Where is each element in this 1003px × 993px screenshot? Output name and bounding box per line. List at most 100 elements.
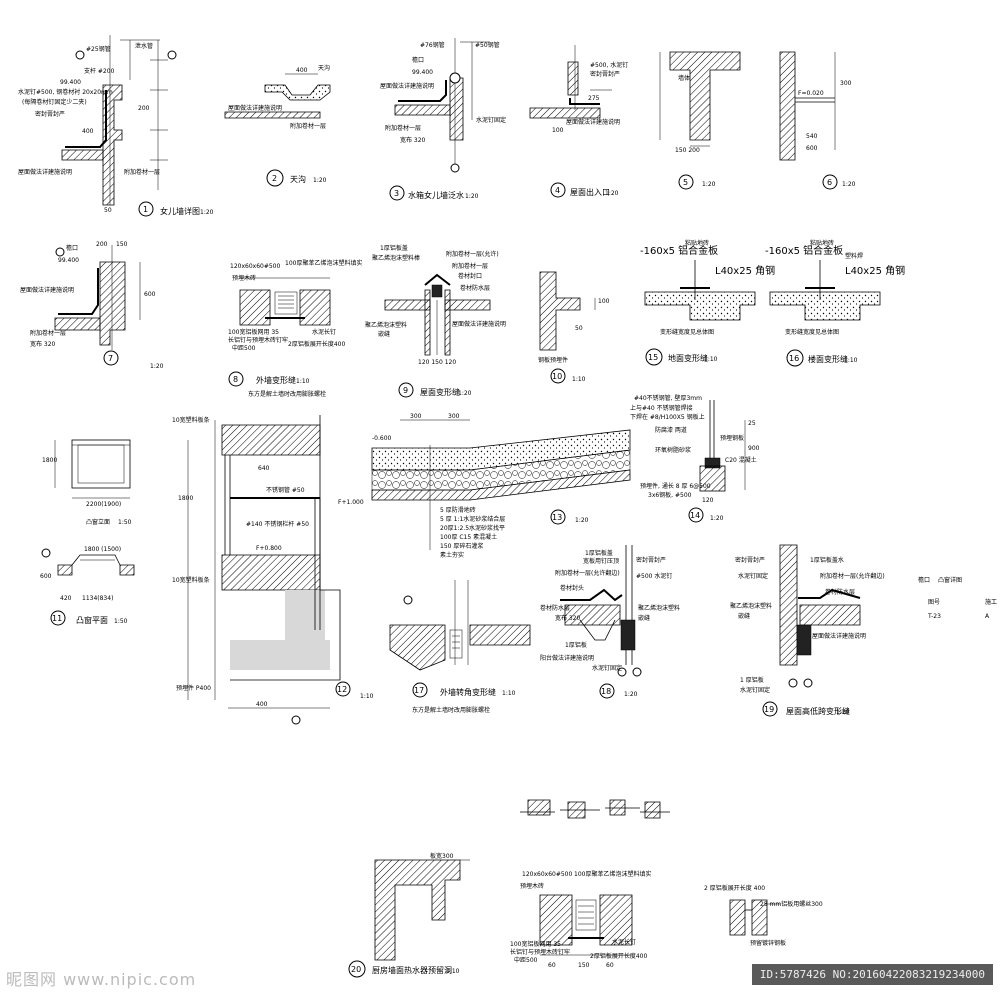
d11-dim-f: 420 bbox=[60, 595, 72, 602]
detail-8-marker bbox=[228, 371, 244, 387]
detail-17: 17 外墙转角变形缝 1:10 东方是解土墙时改用膨胀螺栓 bbox=[389, 580, 531, 714]
detail-12-marker bbox=[335, 681, 351, 697]
d1-label-d: 水泥钉#500, 钢卷材衬 20x20mm bbox=[18, 88, 113, 96]
d11-dim-a: 2200(1900) bbox=[86, 501, 121, 508]
side-note: 檐口 凸窗详图 图号 施工 T-23 A bbox=[918, 576, 997, 620]
d9-label-e: 附加卷材一层 bbox=[452, 262, 488, 270]
detail-2: 400 天沟 屋面做法详建施说明 附加卷材一层 2 天沟 1:20 bbox=[224, 64, 331, 187]
watermark: 昵图网 www.nipic.com bbox=[6, 970, 197, 989]
detail-7-marker bbox=[103, 350, 119, 366]
d13-layer-5: 150 厚碎石灌浆 bbox=[440, 542, 483, 550]
d18-label-a: 1厚铝板盖 bbox=[585, 549, 613, 557]
d3-label-g: #50钢管 bbox=[475, 41, 500, 49]
d13-layer-4: 100厚 C15 素混凝土 bbox=[440, 533, 497, 541]
detail-11-marker bbox=[50, 610, 66, 626]
d7-label-e: 宽布 320 bbox=[30, 340, 56, 348]
d12-label-f: 10宽塑料板条 bbox=[172, 576, 210, 584]
d14-dim-b: 120 bbox=[702, 497, 714, 504]
d4-label-a: #500, 水泥钉 bbox=[590, 61, 628, 69]
d10-dim-a: 100 bbox=[598, 298, 610, 305]
detail-6-scale: 1:20 bbox=[842, 181, 856, 188]
svg-text:5: 5 bbox=[683, 178, 688, 187]
d7-label-a: 檐口 bbox=[66, 244, 78, 252]
detail-16-scale: 1:10 bbox=[844, 357, 858, 364]
detail-13: 300 300 -0.600 5 厚防滑地砖 5 厚 1:1水泥砂浆结合层 20… bbox=[371, 413, 631, 559]
d21-label-a: 2 厚铝板展开长度 400 bbox=[704, 884, 765, 892]
d11-dim-e: 1134(834) bbox=[82, 595, 113, 602]
detail-11-scale: 1:50 bbox=[114, 618, 128, 625]
d14-dim-c: 25 bbox=[748, 420, 756, 427]
d14-label-e: 预埋钢板 bbox=[720, 434, 744, 442]
detail-18-marker bbox=[599, 683, 615, 699]
d15-label-a: -160x5 铝合金板 bbox=[640, 244, 718, 257]
d19-label-c: 水泥钉固定 bbox=[738, 572, 768, 580]
d20-dim-c: 60 bbox=[606, 962, 614, 969]
d5-dims: 150 200 bbox=[675, 147, 700, 154]
d7-dim-b: 150 bbox=[116, 241, 128, 248]
d14-label-a: #40不锈钢管, 壁厚3mm bbox=[634, 394, 702, 402]
d12-label-b: 不锈钢管 #50 bbox=[266, 486, 305, 494]
detail-10-marker bbox=[550, 368, 566, 384]
d18-label-k: 阳台做法详建施说明 bbox=[540, 654, 594, 662]
d12-dim-c: 400 bbox=[256, 701, 268, 708]
detail-14-marker bbox=[688, 507, 704, 523]
svg-text:18: 18 bbox=[601, 687, 611, 696]
detail-15-marker bbox=[645, 348, 663, 366]
d1-label-a: #25钢管 bbox=[86, 45, 111, 53]
d1-label-c: 支杆 #200 bbox=[84, 67, 115, 75]
d5-label: 墙体 bbox=[678, 74, 690, 82]
svg-text:19: 19 bbox=[764, 705, 774, 714]
d16-label-c: 塑料焊 bbox=[845, 252, 863, 260]
d20-label-b: 120x60x60#500 bbox=[522, 871, 572, 878]
svg-text:20: 20 bbox=[351, 965, 361, 974]
svg-text:13: 13 bbox=[552, 513, 562, 522]
detail-11-title: 凸窗平面 bbox=[76, 615, 108, 625]
d11-dim-d: 1800 (1500) bbox=[84, 546, 121, 553]
d1-label-g: 屋面做法详建施说明 bbox=[18, 168, 72, 176]
d1-dim-b: 200 bbox=[138, 105, 150, 112]
d13-layer-3: 20厚1:2.5水泥砂浆找平 bbox=[440, 524, 505, 532]
d16-label-b: 粘贴地砖 bbox=[810, 239, 834, 247]
detail-2-title: 天沟 bbox=[290, 174, 306, 184]
d18-label-d: 卷材封头 bbox=[560, 584, 584, 592]
d14-label-i: 3x6钢板, #500 bbox=[648, 491, 692, 499]
d3-label-e: 99.400 bbox=[412, 69, 433, 76]
detail-15-scale: 1:10 bbox=[704, 356, 718, 363]
d18-label-c: 附加卷材一层(允许翻边) bbox=[555, 569, 620, 577]
detail-15-title: 地面变形缝 bbox=[668, 353, 708, 363]
side-label-a: 檐口 bbox=[918, 576, 930, 584]
d21-label-c: 预留镀锌钢板 bbox=[750, 939, 786, 947]
d13-layer-1: 5 厚防滑地砖 bbox=[440, 506, 476, 514]
d20-label-a: 板宽300 bbox=[430, 852, 454, 860]
detail-13-scale: 1:20 bbox=[575, 517, 589, 524]
detail-9-marker bbox=[398, 382, 414, 398]
svg-text:4: 4 bbox=[555, 186, 560, 195]
d8-label-c: 预埋木砖 bbox=[232, 274, 256, 282]
d21-label-b: 25 mm铝板用螺丝300 bbox=[760, 900, 823, 908]
d15-label-c: L40x25 角钢 bbox=[715, 264, 775, 277]
d3-label-a: #76钢管 bbox=[420, 41, 445, 49]
detail-19: 密封膏封严 1厚铝板盖水 水泥钉固定 附加卷材一层(允许翻边) 卷材防水层 聚乙… bbox=[730, 544, 885, 717]
d14-label-b: 上与#40 不锈钢管焊接 bbox=[630, 404, 693, 412]
image-id-badge: ID:5787426 NO:20160422083219234000 bbox=[751, 964, 993, 985]
d18-label-f: 宽布 320 bbox=[555, 614, 581, 622]
d18-label-g: #500 水泥钉 bbox=[636, 572, 672, 580]
detail-10: 100 50 钢板预埋件 10 1:10 bbox=[538, 271, 610, 384]
d9-dims: 120 150 120 bbox=[418, 359, 456, 366]
d20-dim-b: 150 bbox=[578, 962, 590, 969]
detail-4-title: 屋面出入口 bbox=[570, 187, 610, 197]
detail-4: #500, 水泥钉 密封膏封严 屋面做法详建施说明 100 275 4 屋面出入… bbox=[529, 45, 628, 198]
d12-label-e: F+0.800 bbox=[256, 545, 282, 552]
detail-21: 2 厚铝板展开长度 400 25 mm铝板用螺丝300 预留镀锌钢板 bbox=[704, 884, 823, 947]
detail-2-marker bbox=[266, 169, 284, 187]
d19-label-j: 水泥钉固定 bbox=[740, 686, 770, 694]
detail-17-scale: 1:10 bbox=[502, 690, 516, 697]
d18-label-j: 嵌缝 bbox=[638, 614, 650, 622]
thumbnail-details bbox=[520, 799, 670, 819]
detail-4-marker bbox=[550, 182, 566, 198]
d1-label-i: 99.400 bbox=[60, 79, 81, 86]
d13-dim-b: 300 bbox=[448, 413, 460, 420]
svg-text:7: 7 bbox=[108, 354, 113, 363]
side-label-d: 施工 bbox=[985, 598, 997, 606]
detail-7-scale: 1:20 bbox=[150, 363, 164, 370]
